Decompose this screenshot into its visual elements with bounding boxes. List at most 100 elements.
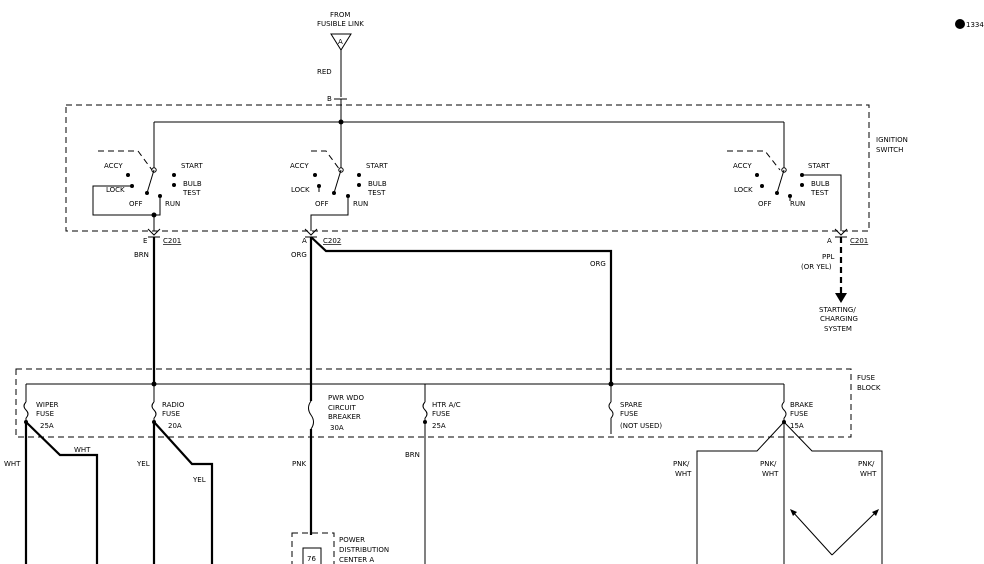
svg-text:FUSE: FUSE (432, 410, 450, 418)
fusible-link-letter: A (338, 38, 343, 46)
fuse-radio: RADIO FUSE 20A (151, 384, 185, 430)
svg-text:YEL: YEL (136, 460, 150, 468)
svg-text:BRN: BRN (134, 251, 149, 259)
svg-text:E: E (143, 237, 147, 245)
svg-text:PNK/: PNK/ (858, 460, 875, 468)
svg-text:START: START (808, 162, 830, 170)
svg-text:CIRCUIT: CIRCUIT (328, 404, 357, 412)
svg-text:WHT: WHT (74, 446, 91, 454)
svg-text:PNK: PNK (292, 460, 306, 468)
output-wires: WHT WHT YEL YEL PNK BRN PNK/ WHT PNK/ WH… (4, 421, 883, 564)
copyright-icon (955, 19, 965, 29)
fusible-link-triangle-icon (330, 33, 352, 51)
svg-text:STARTING/: STARTING/ (819, 306, 856, 314)
diagram-id: 1334 (966, 21, 984, 29)
fuse-block: FUSE BLOCK WIPER FUSE 25A RADIO FUSE 20A… (15, 368, 881, 438)
switch-section-middle: ACCY START LOCK BULB TEST OFF RUN (290, 162, 388, 231)
svg-text:A: A (302, 237, 307, 245)
ignition-switch: IGNITION SWITCH ACCY START LOCK BULB TES… (65, 99, 908, 232)
ignition-terminal-b: B (327, 95, 332, 103)
circuit-breaker-icon (308, 400, 314, 430)
svg-text:BULB: BULB (811, 180, 830, 188)
fuse-icon (422, 401, 428, 419)
svg-text:WHT: WHT (675, 470, 692, 478)
svg-text:ACCY: ACCY (290, 162, 309, 170)
svg-text:FUSE: FUSE (620, 410, 638, 418)
svg-text:FUSE: FUSE (857, 374, 875, 382)
svg-text:WHT: WHT (762, 470, 779, 478)
svg-text:WHT: WHT (860, 470, 877, 478)
svg-text:FUSE: FUSE (36, 410, 54, 418)
svg-text:BRN: BRN (405, 451, 420, 459)
svg-text:BULB: BULB (183, 180, 202, 188)
fusible-link-source: FROM FUSIBLE LINK A RED B (317, 11, 364, 103)
svg-text:TEST: TEST (367, 189, 386, 197)
svg-text:RUN: RUN (353, 200, 368, 208)
svg-text:HTR A/C: HTR A/C (432, 401, 461, 409)
svg-text:(OR YEL): (OR YEL) (801, 263, 832, 271)
svg-text:SPARE: SPARE (620, 401, 642, 409)
fuse-brake: BRAKE FUSE 15A (781, 384, 813, 430)
svg-text:CHARGING: CHARGING (820, 315, 858, 323)
svg-text:TEST: TEST (182, 189, 201, 197)
svg-text:SYSTEM: SYSTEM (824, 325, 852, 333)
svg-text:PNK/: PNK/ (673, 460, 690, 468)
switch-section-right: ACCY START LOCK BULB TEST OFF RUN (733, 162, 842, 231)
svg-text:ORG: ORG (291, 251, 307, 259)
svg-text:START: START (366, 162, 388, 170)
diagram-id-badge: 1334 (955, 19, 984, 29)
svg-text:BLOCK: BLOCK (857, 384, 881, 392)
connector-c201-left: E C201 BRN (134, 228, 181, 384)
svg-text:WIPER: WIPER (36, 401, 59, 409)
svg-text:RADIO: RADIO (162, 401, 185, 409)
svg-text:OFF: OFF (758, 200, 772, 208)
svg-text:FUSE: FUSE (790, 410, 808, 418)
svg-text:BREAKER: BREAKER (328, 413, 361, 421)
fuse-icon (608, 401, 614, 419)
connector-c201-right: A C201 PPL (OR YEL) STARTING/ CHARGING S… (801, 228, 868, 333)
source-wire-color: RED (317, 68, 332, 76)
svg-text:C202: C202 (323, 237, 341, 245)
svg-text:25A: 25A (40, 422, 54, 430)
svg-text:START: START (181, 162, 203, 170)
fuse-htr-ac: HTR A/C FUSE 25A (422, 384, 461, 430)
arrow-up-left-icon (790, 509, 797, 516)
svg-text:C201: C201 (850, 237, 868, 245)
svg-text:LOCK: LOCK (106, 186, 125, 194)
svg-text:PPL: PPL (822, 253, 834, 261)
svg-text:FUSE: FUSE (162, 410, 180, 418)
fuse-icon (23, 401, 29, 419)
fuse-icon (781, 401, 787, 419)
svg-text:LOCK: LOCK (734, 186, 753, 194)
source-label-2: FUSIBLE LINK (317, 20, 364, 28)
svg-text:76: 76 (307, 555, 316, 563)
svg-text:DISTRIBUTION: DISTRIBUTION (339, 546, 389, 554)
ignition-switch-label-1: IGNITION (876, 136, 908, 144)
svg-text:C201: C201 (163, 237, 181, 245)
svg-text:RUN: RUN (790, 200, 805, 208)
svg-text:OFF: OFF (129, 200, 143, 208)
ignition-switch-label-2: SWITCH (876, 146, 903, 154)
switch-section-left: ACCY START LOCK BULB TEST OFF RUN (92, 162, 203, 231)
svg-text:ACCY: ACCY (733, 162, 752, 170)
svg-text:YEL: YEL (192, 476, 206, 484)
arrow-down-icon (835, 293, 847, 303)
svg-text:20A: 20A (168, 422, 182, 430)
power-distribution-center: 76 POWER DISTRIBUTION CENTER A (291, 532, 389, 564)
fuse-icon (151, 401, 157, 419)
connector-c202: A C202 ORG ORG (291, 228, 613, 401)
svg-text:TEST: TEST (810, 189, 829, 197)
circuit-breaker-pwr-wdo: PWR WDO CIRCUIT BREAKER 30A (308, 394, 365, 432)
fuse-wiper: WIPER FUSE 25A (23, 384, 59, 430)
svg-text:ACCY: ACCY (104, 162, 123, 170)
svg-text:BULB: BULB (368, 180, 387, 188)
svg-text:15A: 15A (790, 422, 804, 430)
svg-text:25A: 25A (432, 422, 446, 430)
svg-text:PWR WDO: PWR WDO (328, 394, 365, 402)
svg-text:ORG: ORG (590, 260, 606, 268)
fuse-spare: SPARE FUSE (NOT USED) (608, 384, 662, 434)
svg-text:WHT: WHT (4, 460, 21, 468)
arrow-up-right-icon (872, 509, 879, 516)
svg-text:(NOT USED): (NOT USED) (620, 422, 662, 430)
